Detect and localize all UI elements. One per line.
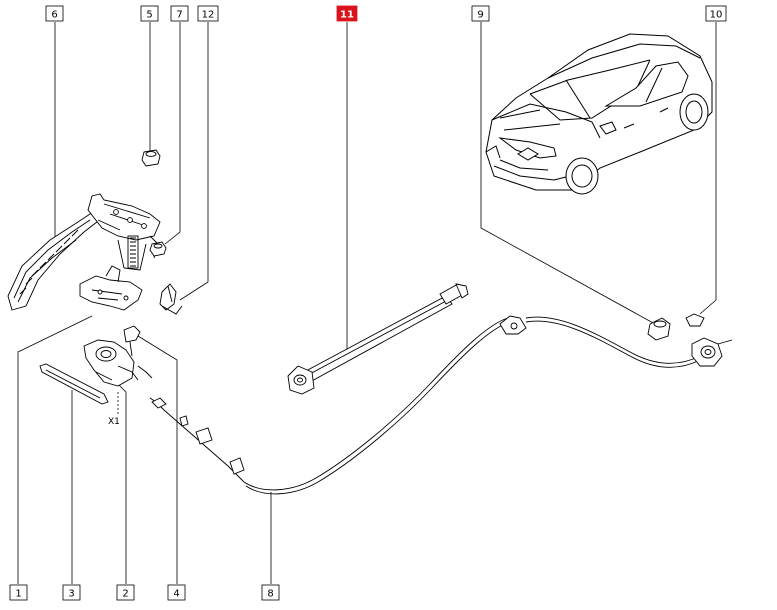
leader-line-1 [17, 315, 93, 584]
callout-10-label: 10 [710, 10, 723, 21]
callout-1: 1 [9, 584, 28, 601]
callout-8: 8 [261, 584, 280, 601]
x1-marker: X1 [108, 392, 120, 427]
leader-line-10 [699, 22, 717, 315]
callout-6: 6 [45, 5, 64, 22]
callout-12: 12 [197, 5, 219, 22]
callout-9-label: 9 [477, 10, 483, 21]
callout-6-label: 6 [51, 10, 57, 21]
callout-7-label: 7 [176, 10, 182, 21]
leader-line-7 [164, 22, 181, 245]
callout-2-label: 2 [122, 589, 128, 600]
callout-2: 2 [116, 584, 135, 601]
latch-part-10 [685, 313, 733, 367]
pedal-bracket-part-6 [7, 193, 161, 311]
callout-3-label: 3 [68, 589, 74, 600]
hinge-part-2 [83, 339, 139, 387]
callout-1-label: 1 [15, 589, 21, 600]
callout-4: 4 [167, 584, 186, 601]
strip-part-3 [39, 363, 109, 405]
gas-strut-part-11 [287, 283, 469, 395]
callout-12-label: 12 [202, 10, 215, 21]
callout-3: 3 [62, 584, 81, 601]
callout-11-label: 11 [340, 10, 354, 21]
leader-line-2 [115, 381, 127, 584]
leader-line-9 [480, 22, 656, 325]
callout-4-label: 4 [173, 589, 179, 600]
callout-8-label: 8 [267, 589, 273, 600]
callout-11: 11 [336, 5, 358, 22]
leader-line-12 [179, 22, 209, 301]
x1-label: X1 [108, 417, 120, 427]
car-illustration [485, 33, 713, 195]
screw-part-4 [123, 325, 153, 379]
callout-5: 5 [140, 5, 159, 22]
bracket-plate-part-1 [79, 265, 143, 311]
latch-part-9 [647, 317, 671, 341]
release-cable-part-8 [149, 315, 701, 495]
callout-10: 10 [705, 5, 727, 22]
callout-7: 7 [170, 5, 189, 22]
leader-line-6 [37, 22, 56, 263]
leader-line-4 [137, 335, 178, 584]
callout-5-label: 5 [146, 10, 152, 21]
screw-part-12 [159, 283, 183, 315]
nut-part-7 [149, 241, 167, 257]
nut-part-5 [141, 149, 161, 167]
callout-9: 9 [471, 5, 490, 22]
